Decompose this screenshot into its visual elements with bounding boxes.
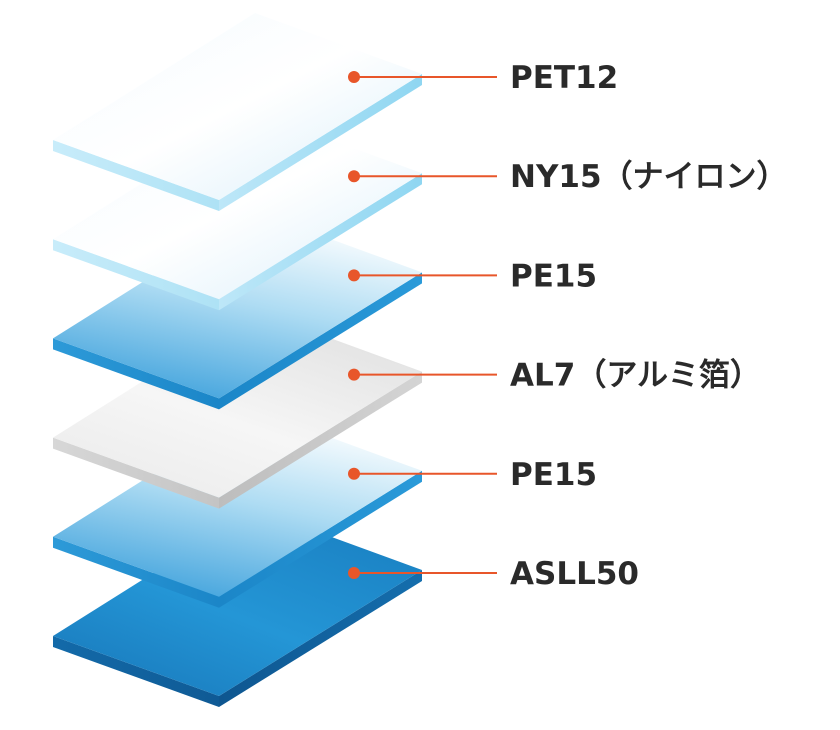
layer-2-label: NY15（ナイロン） bbox=[510, 159, 788, 195]
layer-2-left-edge bbox=[53, 239, 219, 311]
layer-2-right-edge bbox=[219, 173, 422, 311]
callout-3-marker-dot bbox=[348, 269, 360, 282]
callout-2: NY15（ナイロン） bbox=[348, 159, 788, 195]
callout-6-marker-dot bbox=[348, 567, 360, 579]
layer-3-top-face bbox=[53, 211, 422, 399]
callout-2-marker-dot bbox=[348, 170, 360, 183]
layer-6-left-edge bbox=[53, 636, 219, 707]
layer-4-top-face bbox=[53, 310, 422, 498]
layer-4-right-edge bbox=[219, 371, 422, 509]
layer-5-right-edge bbox=[219, 470, 422, 608]
layer-2-top-face bbox=[53, 112, 422, 300]
callout-4-marker-dot bbox=[348, 368, 360, 381]
layer-5-left-edge bbox=[53, 536, 219, 608]
layer-1-top-face bbox=[53, 13, 422, 200]
callout-3: PE15 bbox=[348, 258, 597, 294]
layer-6-right-edge bbox=[219, 570, 422, 707]
layer-1-left-edge bbox=[53, 140, 219, 211]
layer-4-left-edge bbox=[53, 437, 219, 509]
layer-3-right-edge bbox=[219, 272, 422, 410]
layers-group bbox=[53, 13, 422, 707]
layer-5 bbox=[53, 409, 422, 608]
callout-6: ASLL50 bbox=[348, 556, 639, 592]
callout-5: PE15 bbox=[348, 457, 597, 493]
callout-1: PET12 bbox=[348, 60, 618, 96]
layer-2 bbox=[53, 112, 422, 311]
layer-3-left-edge bbox=[53, 338, 219, 410]
layer-3 bbox=[53, 211, 422, 410]
layer-1-label: PET12 bbox=[510, 60, 618, 96]
callout-1-marker-dot bbox=[348, 71, 360, 83]
layer-1 bbox=[53, 13, 422, 211]
layer-4-label: AL7（アルミ箔） bbox=[510, 358, 761, 394]
layer-6 bbox=[53, 509, 422, 707]
callout-5-marker-dot bbox=[348, 467, 360, 480]
layer-6-top-face bbox=[53, 509, 422, 696]
layer-5-label: PE15 bbox=[510, 457, 597, 493]
layer-1-right-edge bbox=[219, 74, 422, 211]
layer-3-label: PE15 bbox=[510, 258, 597, 294]
callout-4: AL7（アルミ箔） bbox=[348, 358, 761, 394]
layer-4 bbox=[53, 310, 422, 509]
layer-5-top-face bbox=[53, 409, 422, 597]
layer-6-label: ASLL50 bbox=[510, 556, 639, 592]
